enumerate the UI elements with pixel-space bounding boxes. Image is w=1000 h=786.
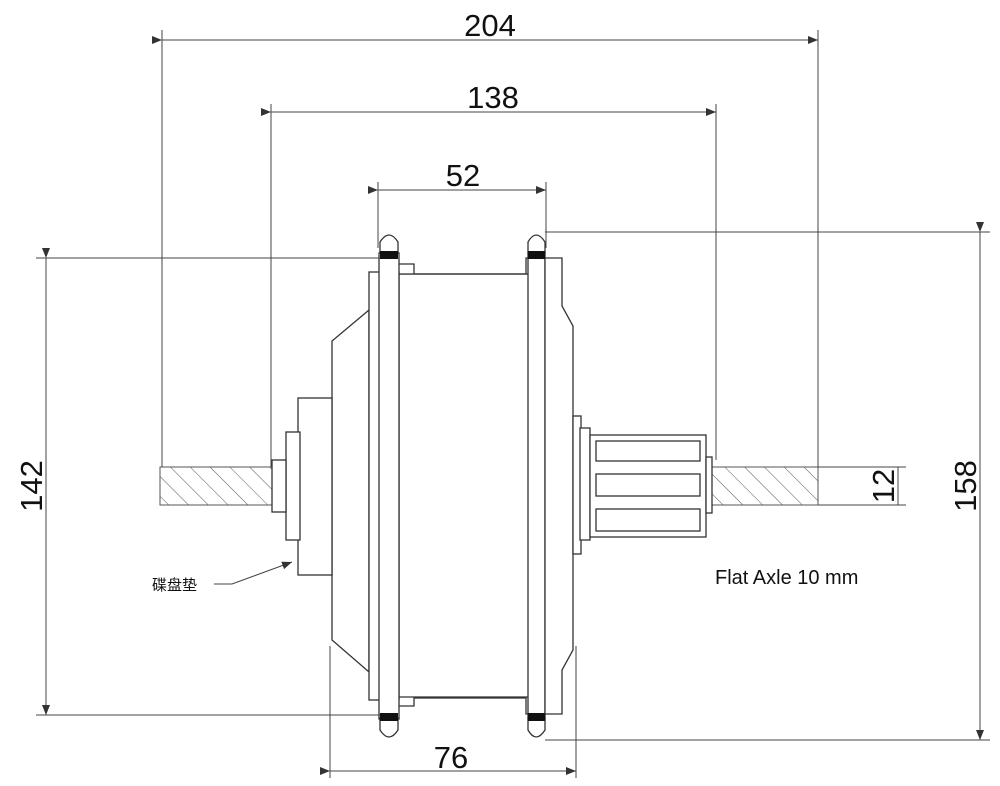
left-flange-tip-bottom bbox=[379, 717, 399, 738]
dim-204: 204 bbox=[464, 8, 516, 43]
freewheel-end bbox=[705, 456, 713, 514]
left-bearing-cap bbox=[297, 397, 333, 576]
disc-spacer bbox=[285, 431, 301, 541]
right-flange-tip-top bbox=[527, 234, 546, 254]
left-band-bottom bbox=[380, 713, 398, 721]
rim-channel-bottom bbox=[397, 696, 545, 715]
right-band-bottom bbox=[528, 713, 545, 721]
shell-body bbox=[397, 273, 545, 699]
spline-1 bbox=[595, 440, 701, 462]
right-bearing-cap bbox=[579, 427, 591, 541]
rim-channel-top bbox=[397, 257, 545, 275]
dim-52: 52 bbox=[446, 158, 480, 193]
left-side-cover bbox=[331, 308, 370, 674]
right-flange-tip-bottom bbox=[527, 717, 546, 738]
left-band-top bbox=[380, 251, 398, 259]
spline-3 bbox=[595, 508, 701, 532]
washer-label: 碟盘垫 bbox=[152, 576, 197, 594]
dim-158: 158 bbox=[948, 460, 983, 512]
dim-76: 76 bbox=[434, 740, 468, 775]
right-band-top bbox=[528, 251, 545, 259]
right-side-plate bbox=[544, 257, 574, 715]
left-flange-rail bbox=[378, 252, 400, 720]
dim-12: 12 bbox=[866, 469, 901, 503]
axle-note: Flat Axle 10 mm bbox=[715, 567, 858, 589]
right-flange-rail bbox=[527, 252, 546, 720]
dim-142: 142 bbox=[14, 460, 49, 512]
left-axle-collar bbox=[271, 459, 287, 513]
spline-2 bbox=[595, 473, 701, 497]
left-axle bbox=[159, 466, 275, 506]
left-flange-tip-top bbox=[379, 234, 399, 254]
dim-138: 138 bbox=[467, 80, 519, 115]
right-axle bbox=[711, 466, 819, 506]
